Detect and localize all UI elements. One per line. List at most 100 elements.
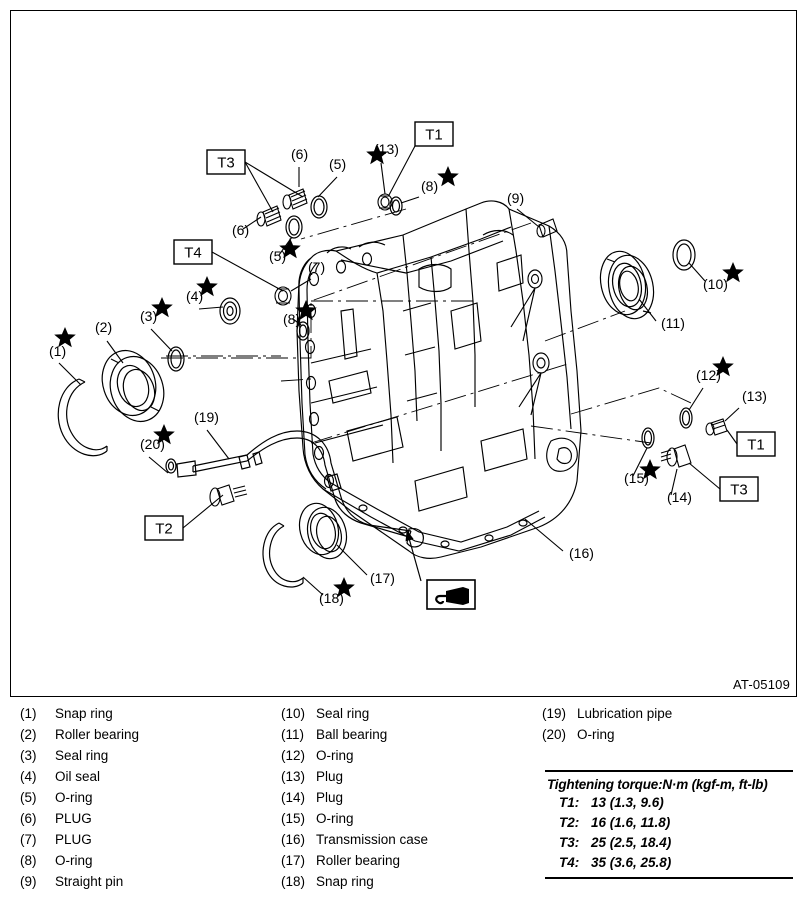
legend-item-16: (16) Transmission case [281, 829, 428, 850]
legend-item-number: (20) [542, 727, 567, 742]
legend-item-label: O-ring [577, 727, 615, 742]
legend-item-label: Ball bearing [316, 727, 388, 742]
transmission-case-drawing [296, 200, 582, 559]
torque-key: T1: [559, 795, 580, 810]
legend-item-12: (12)O-ring [281, 745, 428, 766]
legend-item-number: (13) [281, 769, 306, 784]
torque-row-t3: T3:25 (2.5, 18.4) [545, 833, 793, 853]
torque-value: 35 (3.6, 25.8) [591, 855, 672, 870]
legend-item-number: (5) [20, 790, 37, 805]
legend-item-number: (1) [20, 706, 37, 721]
legend-item-number: (11) [281, 727, 305, 742]
callout-number-5b: (5) [269, 248, 286, 264]
legend-item-number: (8) [20, 853, 37, 868]
legend-column-2: (10)Seal ring(11)Ball bearing(12)O-ring(… [281, 703, 428, 892]
callout-number-8a: (8) [421, 178, 438, 194]
callout-number-2: (2) [95, 319, 112, 335]
torque-key: T3: [559, 835, 580, 850]
torque-box-label: T2 [155, 521, 173, 538]
legend-item-2: (2)Roller bearing [20, 724, 139, 745]
torque-box-label: T4 [184, 245, 202, 262]
legend-item-number: (3) [20, 748, 37, 763]
torque-value: 13 (1.3, 9.6) [591, 795, 664, 810]
torque-row-t1: T1: 13 (1.3, 9.6) [545, 793, 793, 813]
callout-number-3: (3) [140, 308, 157, 324]
torque-row-t4: T4: 35 (3.6, 25.8) [545, 853, 793, 873]
callout-number-17: (17) [370, 570, 395, 586]
legend-item-number: (6) [20, 811, 37, 826]
legend-item-17: (17) Roller bearing [281, 850, 428, 871]
legend-item-11: (11) Ball bearing [281, 724, 428, 745]
legend-item-14: (14)Plug [281, 787, 428, 808]
legend-item-number: (14) [281, 790, 306, 805]
legend-item-5: (5) O-ring [20, 787, 139, 808]
legend-item-20: (20) O-ring [542, 724, 672, 745]
callout-number-13b: (13) [742, 388, 767, 404]
torque-key: T4: [559, 855, 580, 870]
legend-item-label: Seal ring [316, 706, 370, 721]
torque-key: T2: [559, 815, 580, 830]
callout-number-11: (11) [661, 315, 685, 331]
part-7-plug [274, 286, 292, 306]
part-8-o-ring-upper [389, 196, 403, 216]
assembly-axis [161, 208, 692, 444]
legend-item-10: (10)Seal ring [281, 703, 428, 724]
legend-item-15: (15)O-ring [281, 808, 428, 829]
callout-number-14: (14) [667, 489, 692, 505]
torque-box-t1-0: T1 [414, 121, 454, 147]
callout-number-18: (18) [319, 590, 344, 606]
legend-item-label: Roller bearing [316, 853, 401, 868]
part-9-straight-pin [536, 218, 558, 238]
legend-item-19: (19)Lubrication pipe [542, 703, 672, 724]
part-17-roller-bearing [298, 502, 348, 560]
legend-item-label: Straight pin [55, 874, 124, 889]
legend-item-number: (15) [281, 811, 306, 826]
legend-item-label: Lubrication pipe [577, 706, 673, 721]
callout-number-13a: (13) [374, 141, 399, 157]
legend-column-3: (19)Lubrication pipe (20) O-ring [542, 703, 672, 745]
part-18-snap-ring [262, 522, 304, 588]
legend-item-number: (16) [281, 832, 306, 847]
legend-item-label: Transmission case [316, 832, 429, 847]
torque-table-title: Tightening torque:N·m (kgf-m, ft-lb) [547, 777, 768, 792]
legend-column-1: (1)Snap ring(2)Roller bearing(3)Seal rin… [20, 703, 139, 892]
part-1-snap-ring [57, 378, 108, 457]
legend-item-13: (13) Plug [281, 766, 428, 787]
figure-id: AT-05109 [732, 677, 790, 692]
torque-table-rows: T1: 13 (1.3, 9.6) T2:16 (1.6, 11.8)T3:25 (… [545, 793, 793, 873]
legend-item-label: O-ring [55, 790, 93, 805]
part-11-ball-bearing [599, 250, 655, 320]
callout-number-15: (15) [624, 470, 649, 486]
callout-number-1: (1) [49, 343, 66, 359]
torque-leader-lines [182, 145, 738, 529]
part-6-plug-lower [256, 205, 282, 227]
legend-item-number: (9) [20, 874, 37, 889]
torque-row-t2: T2:16 (1.6, 11.8) [545, 813, 793, 833]
torque-box-label: T3 [730, 482, 748, 499]
part-4-oil-seal [219, 297, 241, 325]
part-2-roller-bearing [101, 350, 165, 422]
legend-item-6: (6) PLUG [20, 808, 139, 829]
legend-item-label: Plug [316, 769, 344, 784]
parts-legend: (1) Snap ring (2)Roller bearing (3) Seal rin… [0, 703, 808, 904]
part-13-plug-lower [705, 418, 728, 436]
callout-number-4: (4) [186, 288, 203, 304]
part-3-seal-ring [167, 346, 185, 372]
legend-item-label: O-ring [55, 853, 93, 868]
callout-number-16: (16) [569, 545, 594, 561]
callout-number-7: (7) [308, 259, 325, 275]
legend-item-4: (4)Oil seal [20, 766, 139, 787]
legend-item-number: (12) [281, 748, 306, 763]
part-10-seal-ring [672, 239, 696, 271]
leader-lines [58, 162, 740, 596]
part-5-o-ring-lower [285, 215, 303, 239]
legend-item-number: (17) [281, 853, 306, 868]
callout-number-5a: (5) [329, 156, 346, 172]
legend-item-8: (8) O-ring [20, 850, 139, 871]
legend-item-label: Snap ring [316, 874, 374, 889]
legend-item-label: PLUG [55, 811, 92, 826]
exploded-view-diagram: (1)(2)(3)(4)(5)(5)(6)(6)(7)(8)(8)(9)(10)… [49, 121, 776, 610]
part-20-o-ring [165, 458, 177, 474]
legend-item-label: PLUG [55, 832, 92, 847]
